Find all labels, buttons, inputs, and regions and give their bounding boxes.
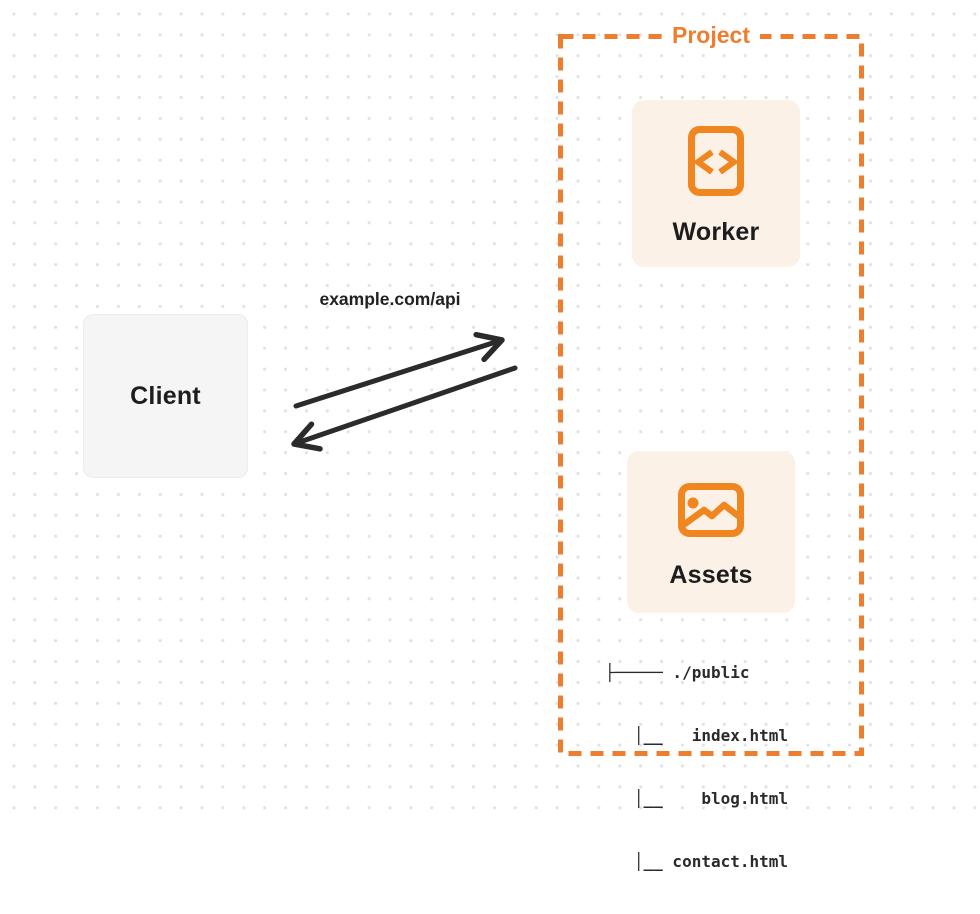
code-file-icon bbox=[688, 126, 744, 196]
file-tree-line-root: ├───── ./public bbox=[605, 663, 750, 682]
client-label: Client bbox=[130, 381, 201, 410]
assets-file-tree: ├───── ./public │__ index.html │__ blog.… bbox=[605, 620, 788, 914]
project-dashed-border-icon bbox=[558, 34, 864, 756]
worker-label: Worker bbox=[672, 218, 760, 246]
file-tree-line-blog: │__ blog.html bbox=[605, 789, 789, 808]
diagram-canvas: Client example.com/api Project Worker bbox=[0, 0, 980, 871]
project-boundary: Project Worker Assets ├───── ./public │_… bbox=[558, 22, 864, 871]
assets-label: Assets bbox=[669, 561, 753, 589]
response-arrow bbox=[291, 365, 518, 452]
client-node: Client bbox=[83, 314, 248, 478]
request-arrow bbox=[293, 331, 505, 409]
worker-node: Worker bbox=[632, 100, 800, 267]
assets-node: Assets bbox=[627, 451, 795, 613]
image-icon bbox=[678, 483, 744, 537]
project-label: Project bbox=[662, 22, 760, 49]
request-url-label: example.com/api bbox=[319, 289, 461, 309]
file-tree-line-contact: │__ contact.html bbox=[605, 852, 789, 871]
file-tree-line-index: │__ index.html bbox=[605, 726, 789, 745]
